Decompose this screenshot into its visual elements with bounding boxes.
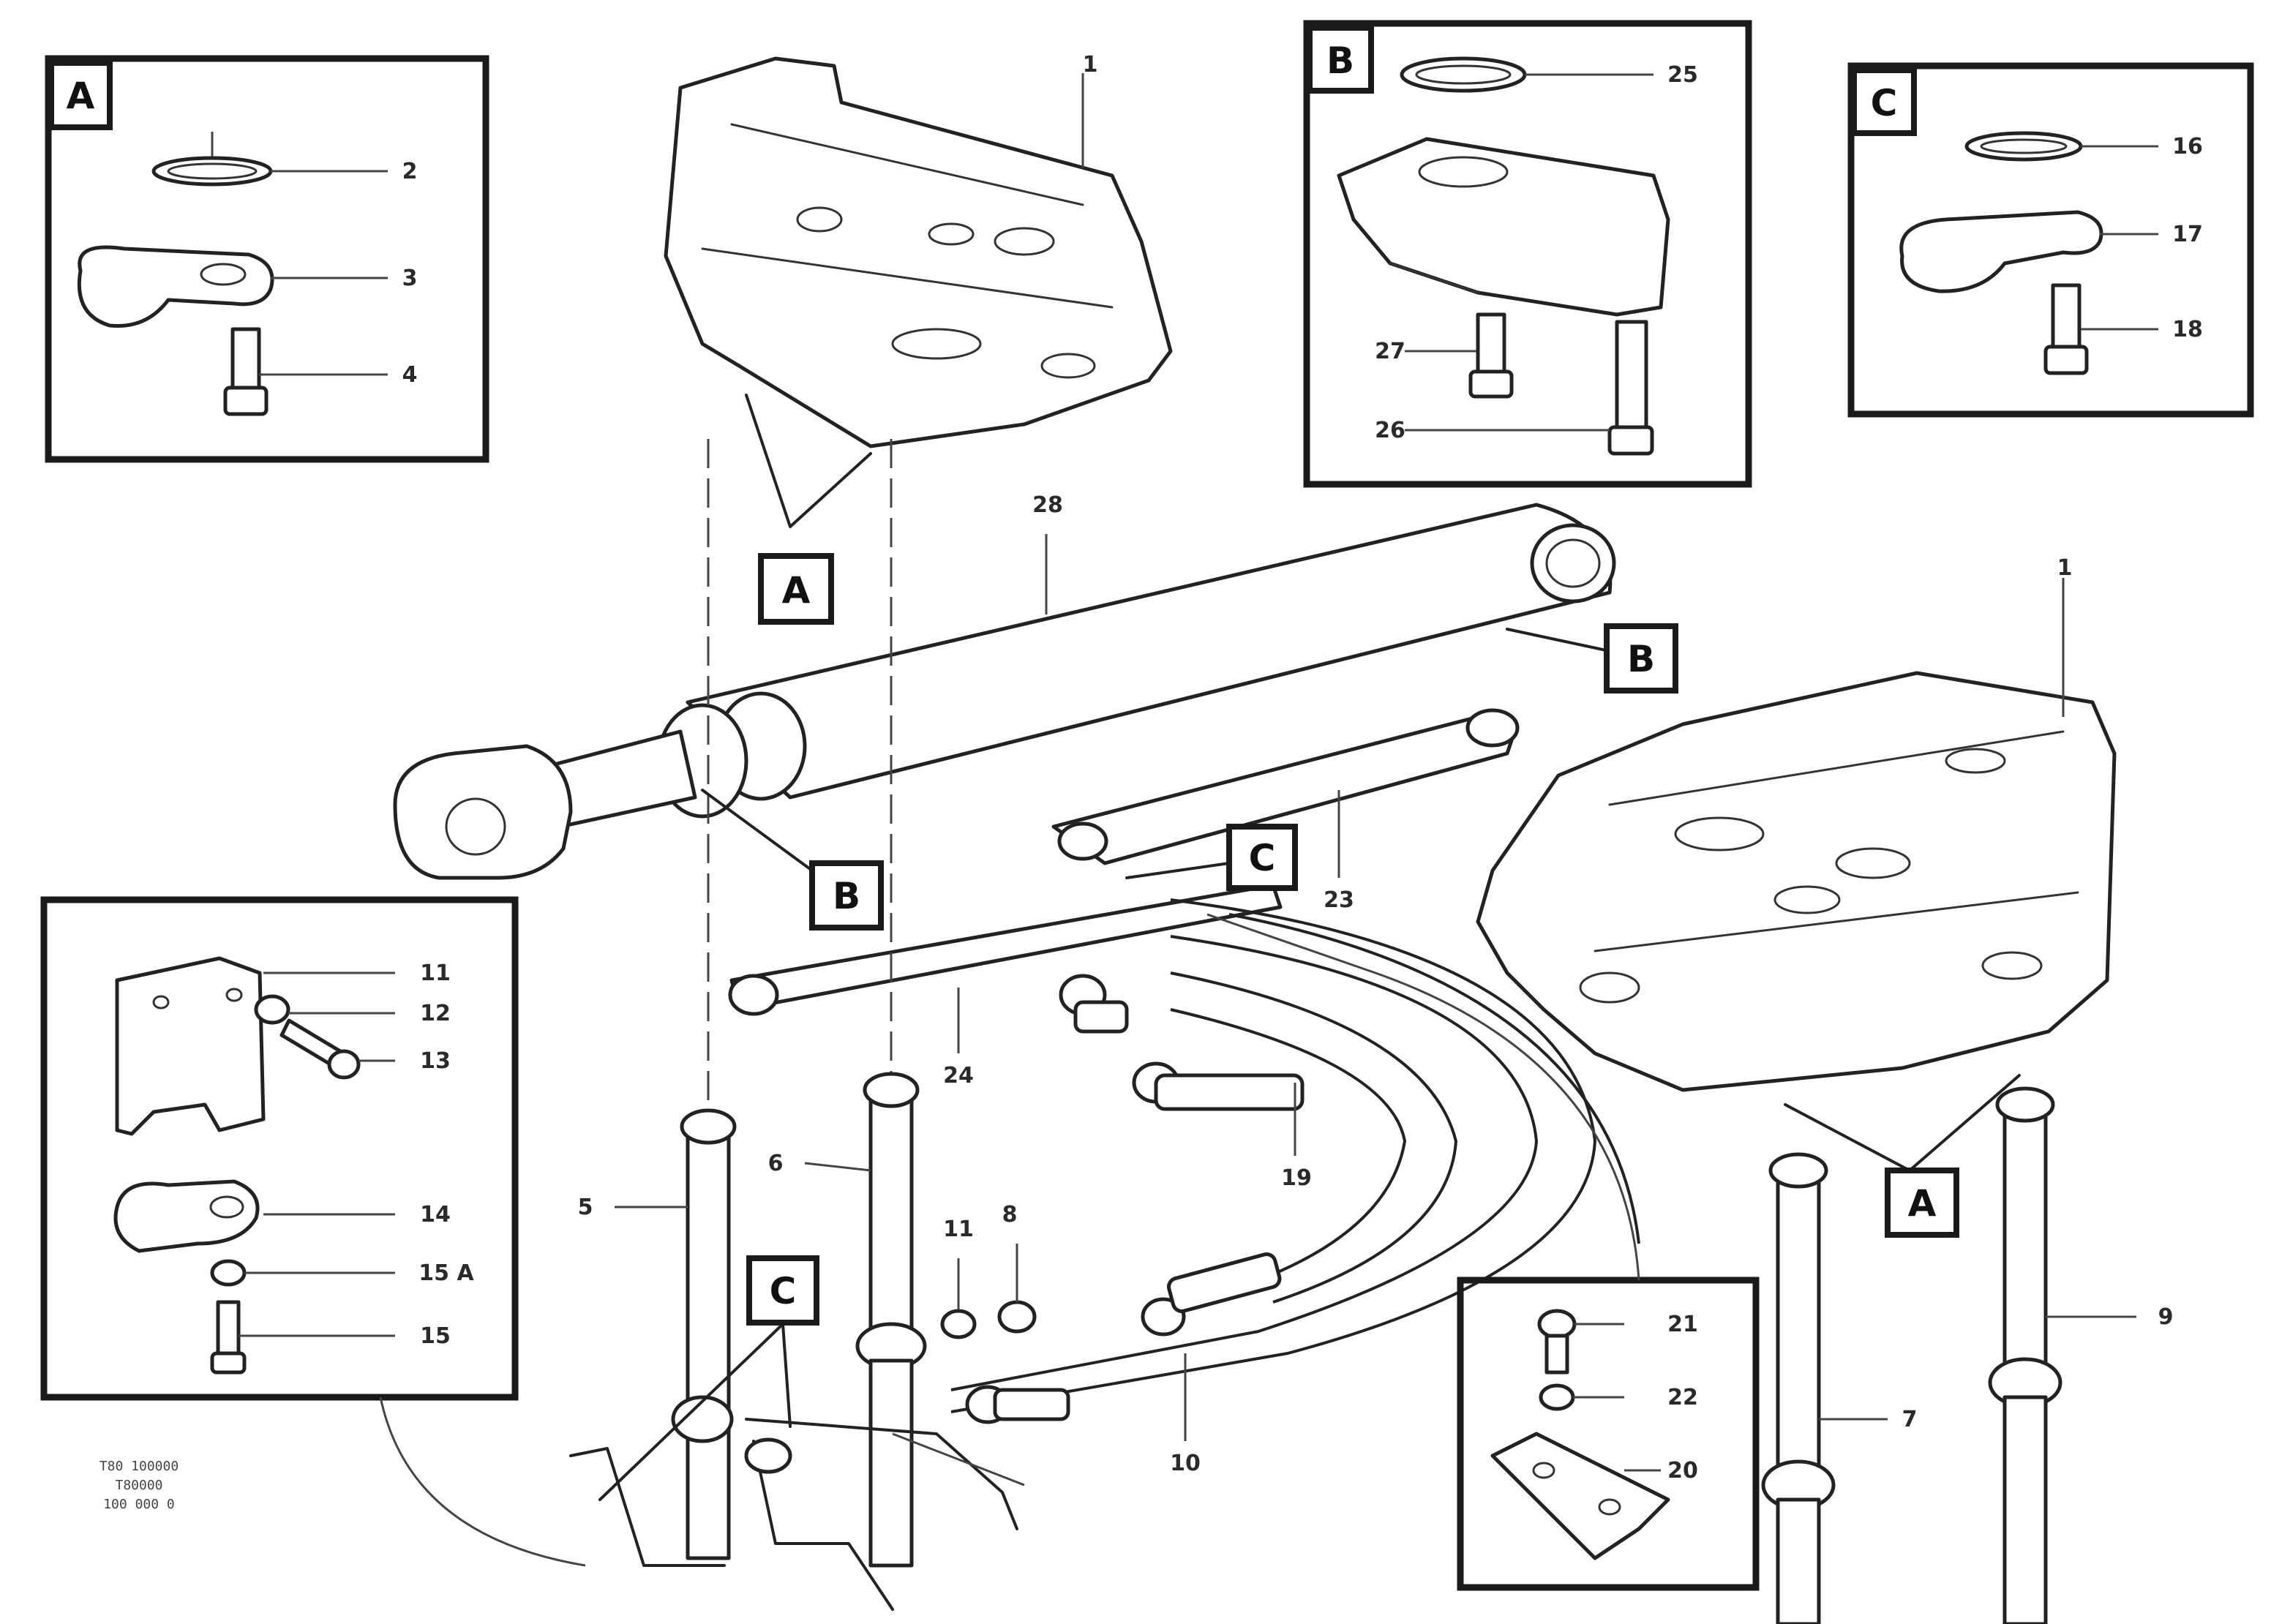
- marker-a-top: A: [782, 569, 811, 612]
- tubes-left: 5 6: [569, 439, 1025, 1611]
- location-markers: A A B B C C: [598, 394, 2021, 1501]
- callout-10: 10: [1170, 1451, 1201, 1476]
- callout-15: 15: [420, 1323, 451, 1349]
- tubes-right: 7 9: [1761, 1086, 2174, 1624]
- ref-line-2: T80000: [115, 1478, 162, 1493]
- pipes-23-24: 23 24: [728, 708, 1520, 1089]
- callout-11-detail: 11: [420, 961, 451, 986]
- control-valve-right: 1: [1476, 555, 2117, 1092]
- ref-line-3: 100 000 0: [103, 1497, 175, 1512]
- hoses: 19 10: [950, 898, 1640, 1476]
- callout-13: 13: [420, 1048, 451, 1074]
- callout-16: 16: [2172, 134, 2203, 159]
- detail-box-clamp: 11 12 13 14 15 A 15: [40, 896, 586, 1567]
- fittings-8-11: 11 8: [940, 1202, 1037, 1339]
- callout-1-right: 1: [2057, 555, 2073, 581]
- callout-28: 28: [1032, 492, 1063, 518]
- callout-11: 11: [943, 1217, 974, 1242]
- callout-5: 5: [578, 1195, 593, 1220]
- callout-26: 26: [1375, 418, 1405, 443]
- marker-a-right: A: [1908, 1182, 1937, 1225]
- callout-12: 12: [420, 1001, 451, 1026]
- hydraulic-cylinder: 28: [393, 492, 1616, 880]
- callout-9: 9: [2158, 1304, 2174, 1330]
- callout-20: 20: [1667, 1458, 1698, 1484]
- control-valve-top: 1: [664, 52, 1173, 448]
- callout-25: 25: [1667, 62, 1698, 88]
- ref-line-1: T80 100000: [100, 1459, 179, 1474]
- callout-1-top: 1: [1083, 52, 1098, 78]
- detail-box-c: C 16 17 18: [1847, 62, 2254, 418]
- marker-c-bottom: C: [770, 1270, 797, 1312]
- callout-18: 18: [2172, 317, 2203, 342]
- callout-7: 7: [1902, 1407, 1918, 1432]
- detail-c-letter: C: [1871, 82, 1898, 124]
- callout-17: 17: [2172, 222, 2203, 247]
- callout-6: 6: [768, 1151, 784, 1176]
- callout-22: 22: [1667, 1385, 1698, 1410]
- detail-box-plate: 21 22 20: [1206, 913, 1760, 1591]
- callout-24: 24: [943, 1063, 974, 1089]
- callout-27: 27: [1375, 339, 1405, 364]
- detail-a-letter: A: [67, 75, 95, 117]
- detail-box-b: B 25 27 26: [1303, 20, 1752, 488]
- marker-b-right: B: [1627, 638, 1655, 680]
- callout-14: 14: [420, 1202, 451, 1228]
- reference-code: T80 100000 T80000 100 000 0: [100, 1459, 179, 1512]
- detail-box-a: A 2 3 4: [45, 55, 489, 463]
- detail-b-letter: B: [1326, 40, 1354, 82]
- marker-b-left: B: [833, 875, 860, 917]
- callout-19: 19: [1281, 1165, 1312, 1191]
- callout-3: 3: [402, 266, 418, 291]
- callout-4: 4: [402, 362, 418, 388]
- callout-15a: 15 A: [418, 1260, 474, 1286]
- callout-21: 21: [1667, 1312, 1698, 1337]
- callout-8: 8: [1002, 1202, 1018, 1228]
- marker-c-middle: C: [1249, 837, 1276, 879]
- callout-2: 2: [402, 159, 418, 184]
- callout-23: 23: [1324, 887, 1354, 913]
